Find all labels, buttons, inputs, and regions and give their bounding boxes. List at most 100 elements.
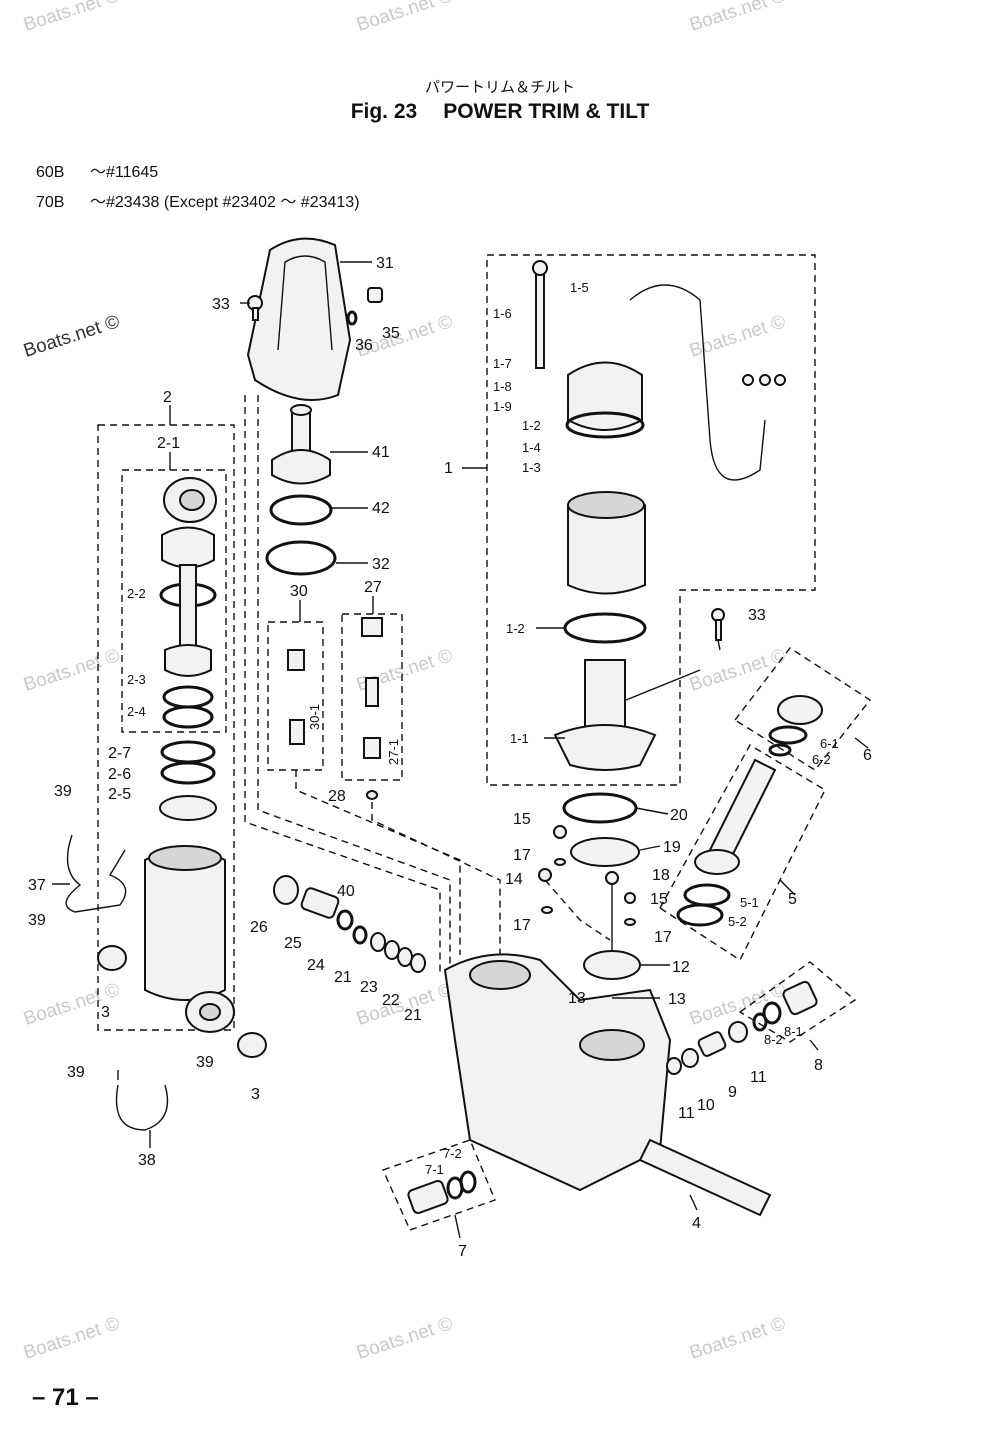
pump-body xyxy=(443,953,672,1192)
label-10: 10 xyxy=(697,1097,715,1114)
label-27: 27 xyxy=(364,579,382,596)
label-39-a: 39 xyxy=(54,783,72,800)
fitting-35 xyxy=(367,287,383,303)
figure-number: Fig. 23 xyxy=(350,100,418,123)
label-1-4: 1-4 xyxy=(522,440,541,455)
ring-2-6 xyxy=(160,761,216,785)
pipe-38 xyxy=(115,1084,169,1131)
label-27-1: 27-1 xyxy=(386,739,401,765)
bushing-3-right xyxy=(237,1032,267,1058)
motor-cap xyxy=(567,361,643,431)
part-21b xyxy=(410,953,426,973)
label-24: 24 xyxy=(307,957,325,974)
plug-27 xyxy=(361,617,383,637)
route-line xyxy=(257,395,451,965)
ring-8-2 xyxy=(752,1012,768,1032)
label-41: 41 xyxy=(372,444,390,461)
plug-7 xyxy=(407,1179,449,1215)
leader xyxy=(625,669,701,701)
model-range: ～#11645 xyxy=(90,164,159,181)
part-23 xyxy=(384,940,400,960)
route-line xyxy=(544,879,611,941)
ring-2-4 xyxy=(162,705,214,729)
model-name: 60B xyxy=(36,164,65,181)
label-2: 2 xyxy=(163,389,172,406)
label-31: 31 xyxy=(376,255,394,272)
cover-inner xyxy=(277,255,333,351)
motor-wire-harness xyxy=(629,284,766,481)
o-ring-36 xyxy=(346,310,358,326)
part-9 xyxy=(697,1031,727,1057)
label-30-1: 30-1 xyxy=(307,704,322,730)
plug-30 xyxy=(287,649,305,671)
label-1-5: 1-5 xyxy=(570,280,589,295)
page-number: – 71 – xyxy=(32,1384,99,1411)
part-22 xyxy=(397,947,413,967)
label-26: 26 xyxy=(250,919,268,936)
shaft-4 xyxy=(638,1138,772,1217)
label-30: 30 xyxy=(290,583,308,600)
label-2-5: 2-5 xyxy=(108,786,131,803)
o-ring-40 xyxy=(336,909,354,931)
cap-6 xyxy=(777,695,823,725)
label-21-a: 21 xyxy=(334,969,352,986)
cylinder-bore xyxy=(148,845,222,871)
model-line-60b: 60B ～#11645 xyxy=(36,158,158,182)
group-box-5 xyxy=(659,744,826,962)
valve-30-1 xyxy=(289,719,305,745)
o-ring-1-2 xyxy=(565,411,645,439)
label-6-1: 6-1 xyxy=(820,736,839,751)
label-1-2-a: 1-2 xyxy=(522,418,541,433)
armature-1-1 xyxy=(584,659,626,736)
label-22: 22 xyxy=(382,992,400,1009)
washer-17c xyxy=(624,918,636,926)
piston-head xyxy=(161,526,215,569)
o-ring-42 xyxy=(269,494,333,526)
pump-port xyxy=(469,960,531,990)
group-box-2-1 xyxy=(121,469,227,733)
tube-5-head xyxy=(694,849,740,875)
subtitle-japanese: パワートリム＆チルト xyxy=(424,79,575,96)
label-1-1: 1-1 xyxy=(510,731,529,746)
label-15-b: 15 xyxy=(650,891,668,908)
label-1-2-b: 1-2 xyxy=(506,621,525,636)
label-13-a: 13 xyxy=(568,990,586,1007)
motor-base xyxy=(553,724,657,771)
bolt-head xyxy=(532,260,548,276)
route-line xyxy=(371,790,501,955)
label-7: 7 xyxy=(458,1243,467,1260)
label-40: 40 xyxy=(337,883,355,900)
ring-8-1 xyxy=(762,1001,782,1025)
ring-2-7 xyxy=(160,740,216,764)
eye-hole xyxy=(179,489,205,511)
o-ring-32 xyxy=(265,540,337,576)
o-ring-20 xyxy=(562,792,638,824)
label-1-7: 1-7 xyxy=(493,356,512,371)
bolt-shank xyxy=(252,307,259,321)
label-17-b: 17 xyxy=(513,917,531,934)
label-32: 32 xyxy=(372,556,390,573)
model-name: 70B xyxy=(36,194,65,211)
label-18: 18 xyxy=(652,867,670,884)
leader xyxy=(717,639,721,651)
label-17-c: 17 xyxy=(654,929,672,946)
label-5-1: 5-1 xyxy=(740,895,759,910)
leader xyxy=(854,737,869,749)
label-2-1: 2-1 xyxy=(157,435,180,452)
label-3-left: 3 xyxy=(101,1004,110,1021)
yoke-top xyxy=(567,491,645,519)
valve-12 xyxy=(583,950,641,980)
bushing-3-left xyxy=(97,945,127,971)
label-13-b: 13 xyxy=(668,991,686,1008)
model-range: ～#23438 (Except #23402 ～ #23413) xyxy=(90,194,360,211)
washer-17 xyxy=(554,858,566,866)
route-line xyxy=(244,395,441,975)
label-1-6: 1-6 xyxy=(493,306,512,321)
label-1-9: 1-9 xyxy=(493,399,512,414)
pin-18 xyxy=(605,871,619,885)
label-11-b: 11 xyxy=(750,1069,767,1086)
part-10 xyxy=(681,1048,699,1068)
label-8: 8 xyxy=(814,1057,823,1074)
